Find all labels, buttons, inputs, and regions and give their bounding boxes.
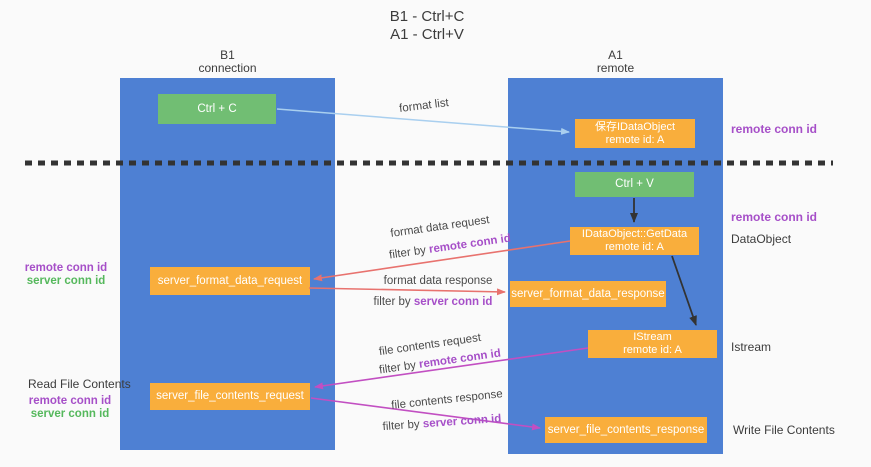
server-file-contents-response-label: server_file_contents_response [547,423,705,436]
server-format-data-request-label: server_format_data_request [157,274,303,287]
remote-conn-id-annotation-top: remote conn id [731,122,818,136]
save-idataobject-box: 保存IDataObject remote id: A [575,119,695,148]
server-conn-id-left-top: server conn id [26,275,106,287]
save-idataobject-line2: remote id: A [605,133,665,146]
server-file-contents-request-label: server_file_contents_request [156,390,304,402]
read-file-contents-annotation: Read File Contents [28,377,131,391]
remote-conn-id-text: remote conn id [418,347,502,371]
getdata-line1: IDataObject::GetData [581,228,688,240]
format-list-label: format list [398,97,450,115]
remote-conn-id-text: remote conn id [428,232,512,256]
istream-line2: remote id: A [623,344,682,356]
filter-by-text: filter by [378,358,420,377]
left-column-name: B1 [220,48,235,62]
ctrl-c-label: Ctrl + C [197,102,237,115]
right-column-name: A1 [608,48,623,62]
format-data-response-arrow [308,287,506,296]
file-contents-response-label: file contents response [390,388,504,412]
format-data-response-label: format data response [383,275,493,287]
title-line-2: A1 - Ctrl+V [390,26,464,43]
istream-box: IStream remote id: A [588,330,717,358]
server-conn-id-left-bottom: server conn id [30,408,110,420]
left-conn-id-group-top: remote conn id server conn id [22,262,110,288]
istream-line1: IStream [633,331,672,343]
remote-conn-id-left-top: remote conn id [24,262,108,274]
left-column-header: B1 connection [120,49,335,75]
server-format-data-response-box: server_format_data_response [510,281,666,307]
dataobject-annotation: DataObject [731,232,792,246]
filter-by-server-label-1: filter by server conn id [374,296,493,308]
remote-conn-id-left-bottom: remote conn id [28,395,112,407]
filter-by-text: filter by [382,418,424,434]
right-column-header: A1 remote [508,49,723,75]
remote-conn-id-annotation-mid: remote conn id [731,210,818,224]
server-file-contents-response-box: server_file_contents_response [545,417,707,443]
server-format-data-request-box: server_format_data_request [150,267,310,295]
istream-annotation: Istream [731,340,772,354]
title-line-1: B1 - Ctrl+C [389,8,465,25]
server-conn-id-text: server conn id [413,296,493,308]
ctrl-v-box: Ctrl + V [575,172,694,197]
server-format-data-response-label: server_format_data_response [511,287,665,300]
ctrl-v-label: Ctrl + V [615,178,654,190]
getdata-line2: remote id: A [605,241,664,253]
right-column-sub: remote [596,61,635,75]
idataobject-getdata-box: IDataObject::GetData remote id: A [570,227,699,255]
ctrl-c-box: Ctrl + C [158,94,276,124]
server-conn-id-text: server conn id [422,412,502,431]
filter-by-text: filter by [388,243,430,262]
write-file-contents-annotation: Write File Contents [733,423,835,437]
format-data-request-label: format data request [389,214,491,240]
filter-by-text: filter by [373,296,414,308]
diagram-title: B1 - Ctrl+C A1 - Ctrl+V [287,8,567,44]
server-file-contents-request-box: server_file_contents_request [150,383,310,410]
left-column-sub: connection [198,61,257,75]
save-idataobject-line1: 保存IDataObject [594,120,676,133]
filter-by-server-label-2: filter by server conn id [382,413,501,433]
left-conn-id-group-bottom: remote conn id server conn id [26,395,114,421]
